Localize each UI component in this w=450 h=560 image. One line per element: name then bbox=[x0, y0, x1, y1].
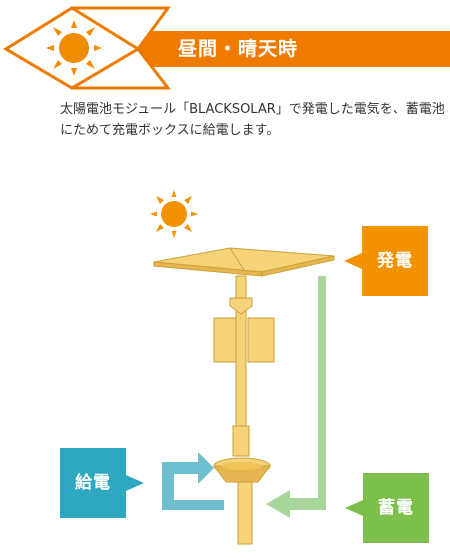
sun-icon bbox=[46, 20, 102, 76]
charge-arrow bbox=[266, 276, 326, 518]
header-graphic bbox=[3, 6, 450, 90]
section-header: 昼間・晴天時 bbox=[0, 0, 450, 92]
solar-panel bbox=[153, 247, 335, 277]
description-text: 太陽電池モジュール「BLACKSOLAR」で発電した電気を、蓄電池にためて充電ボ… bbox=[60, 102, 445, 138]
storage-label: 蓄電 bbox=[378, 498, 414, 518]
header-title: 昼間・晴天時 bbox=[178, 38, 299, 60]
solar-diagram bbox=[60, 190, 429, 545]
supply-label: 給電 bbox=[75, 473, 111, 493]
generation-label: 発電 bbox=[377, 251, 413, 271]
generation-label-box bbox=[344, 226, 428, 296]
supply-arrow bbox=[162, 452, 224, 510]
street-pole bbox=[213, 275, 275, 545]
sun-icon bbox=[150, 190, 198, 238]
storage-label-box bbox=[345, 473, 429, 543]
header-band bbox=[90, 31, 450, 67]
supply-label-box bbox=[60, 448, 144, 518]
battery-box bbox=[213, 457, 271, 483]
